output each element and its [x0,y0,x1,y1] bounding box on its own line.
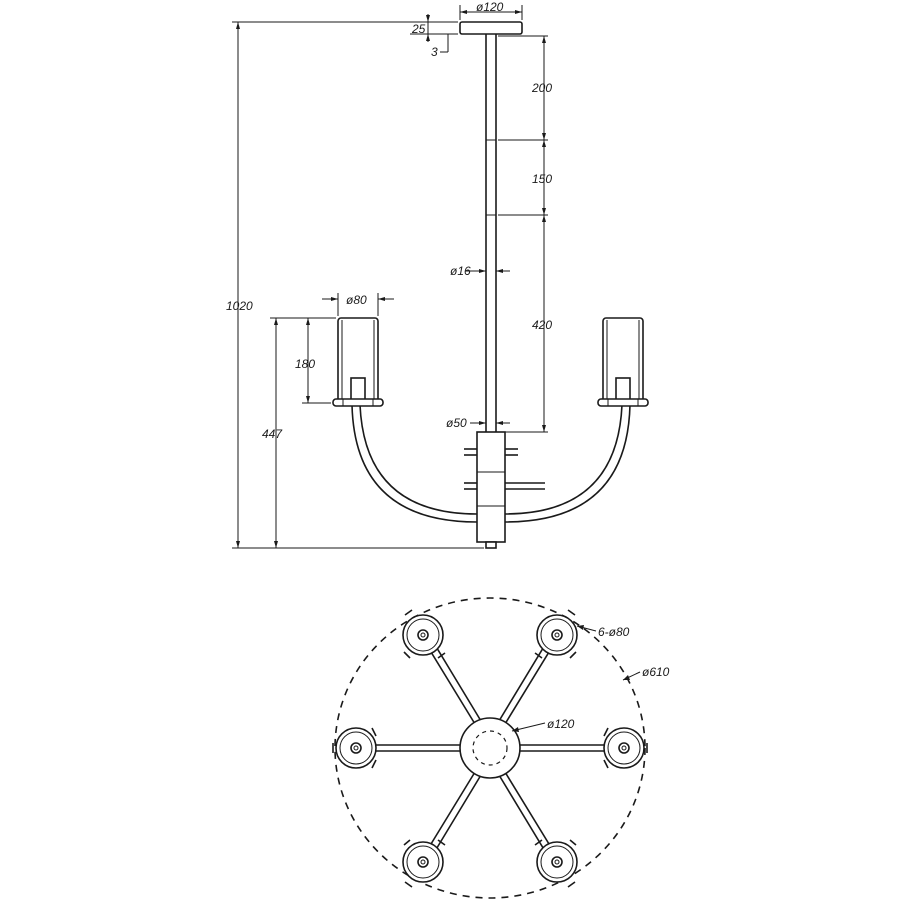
dim-arm-height: 447 [262,317,336,548]
dim-hub-diameter: ø50 [446,416,510,430]
leader-shade-count-label: 6-ø80 [598,625,630,639]
dim-hub-diameter-label: ø50 [446,416,467,430]
leader-hub-diameter: ø120 [511,717,575,732]
dim-arm-height-label: 447 [262,427,283,441]
leader-overall-diameter-label: ø610 [642,665,670,679]
dim-rod-diameter: ø16 [450,264,510,278]
dim-rod-segment-1-label: 200 [531,81,552,95]
dim-shade-diameter: ø80 [322,293,394,316]
dim-rod-diameter-label: ø16 [450,264,471,278]
leader-hub-diameter-label: ø120 [547,717,575,731]
top-shade-5 [402,839,446,888]
dim-overall-height: 1020 [226,21,484,549]
dim-canopy-height: 25 3 [410,14,458,59]
top-shade-6 [534,839,578,888]
arm-right [504,404,631,523]
outer-dashed-circle [334,597,646,899]
dim-rod-segment-3-label: 420 [532,318,552,332]
leader-shade-count: 6-ø80 [576,625,630,639]
rod [485,34,497,433]
dim-canopy-height-label: 25 [411,22,426,36]
top-shade-3 [332,727,377,769]
hub-body [464,431,545,549]
dim-overall-height-label: 1020 [226,299,253,313]
canopy [459,21,523,35]
top-hub [459,717,521,779]
top-shade-4 [603,727,648,769]
dim-canopy-gap-label: 3 [431,45,438,59]
shade-right [597,317,649,407]
dim-rod-segment-2-label: 150 [532,172,552,186]
dim-canopy-diameter-label: ø120 [476,0,504,14]
top-view: 6-ø80 ø610 ø120 [332,597,670,899]
arm-left [351,404,478,523]
top-shade-1 [402,609,446,659]
dim-shade-height: 180 [295,318,331,404]
dim-shade-height-label: 180 [295,357,315,371]
dim-shade-diameter-label: ø80 [346,293,367,307]
front-view: ø120 25 3 200 150 [226,0,649,549]
shade-left [332,317,384,407]
dim-canopy-diameter: ø120 [459,0,523,20]
dim-rod-segments: 200 150 420 [498,35,552,433]
top-shade-2 [534,609,578,659]
leader-overall-diameter: ø610 [622,665,670,681]
